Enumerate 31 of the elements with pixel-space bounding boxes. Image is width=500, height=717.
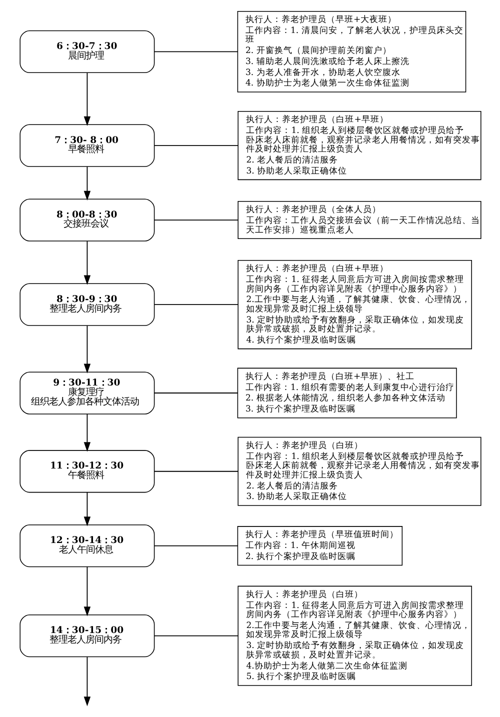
arrow bbox=[83, 325, 90, 374]
node-box: 14：30-15：00 整理老人房间内务 bbox=[19, 614, 154, 658]
arrow bbox=[83, 566, 90, 616]
connector bbox=[153, 51, 238, 52]
node-box: 执行人：养老护理员（全体人员） 工作内容：工作人员交接班会议（前一天工作情况总结、当天工作安排）巡视重点老人 bbox=[237, 201, 481, 240]
connector bbox=[154, 545, 238, 546]
node-box: 执行人：养老护理员（白班+早班）、社工 工作内容：1. 组织有需要的老人到康复中心进行治疗 2. 根据老人体能情况，组织老人参加各种文体活动 3. 执行个案护理及临时医嘱 bbox=[236, 368, 456, 418]
node-box: 执行人：养老护理员（白班+早班） 工作内容：1. 征得老人同意后方可进入房间按需求整理房间内务（工作内容详见附表《护理中心服务内容》） 2.工作中要与老人沟通，了解其健康、饮食、心理情况，如发现异常及时汇报上级领导 3. 定时协助或给予有效翻身，采取正确体位，如发现皮肤异常或破损，及时处置并记录。 4. 执行个案护理及临时医嘱 bbox=[237, 260, 472, 350]
arrow bbox=[83, 72, 90, 126]
node-box: 6：30-7：30 晨间护理 bbox=[19, 30, 154, 74]
node-box: 执行人：养老护理员（早班值班时间） 工作内容：1. 午休期间巡视 2. 执行个案护理及临时医嘱 bbox=[236, 526, 402, 566]
node-box: 执行人：养老护理员（白班+早班） 工作内容：1. 组织老人到楼层餐饮区就餐或护理员给予卧床老人床前就餐，观察并记录老人用餐情况，如有突发事件及时处理并汇报上级负责人 2. 老人餐后的清洁服务 3. 协助老人采取正确体位 bbox=[237, 111, 481, 180]
node-box: 11：30-12：30 午餐照料 bbox=[19, 450, 154, 493]
connector bbox=[153, 304, 238, 306]
node-box: 执行人：养老护理员（早班+大夜班） 工作内容：1. 清晨问安，了解老人状况，护理员床头交班 2. 开窗换气（晨间护理前关闭窗户） 3. 辅助老人晨间洗漱或给予老人床上擦洗 3. 为老人准备开水，协助老人饮空腹水 4. 协助护士为老人做第一次生命体征监测 bbox=[236, 10, 466, 92]
node-box: 8：30-9：30 整理老人房间内务 bbox=[19, 283, 154, 326]
connector bbox=[153, 635, 238, 636]
arrow bbox=[83, 656, 90, 706]
node-box: 执行人：养老护理员（白班） 工作内容：1. 征得老人同意后方可进入房间按需求整理房间内务（工作内容详见附表《护理中心服务内容》） 2.工作中要与老人沟通，了解其健康、饮食、心理情况，如发现异常及时汇报上级领导 3. 定时协助或给予有效翻身，采取正确体位，如发现皮肤异常或破损，及时处置并记录。 4.协助护士为老人做第二次生命体征监测 5. 执行个案护理及临时医嘱 bbox=[237, 586, 472, 686]
arrow bbox=[83, 414, 90, 452]
connector bbox=[154, 470, 238, 472]
node-box: 7：30- 8：00 早餐照料 bbox=[19, 124, 154, 167]
connector bbox=[154, 145, 238, 146]
arrow bbox=[83, 492, 90, 526]
node-box: 执行人：养老护理员（白班） 工作内容：1. 组织老人到楼层餐饮区就餐或护理员给予卧床老人床前就餐，观察并记录老人用餐情况，如有突发事件及时处理并汇报上级负责人 2. 老人餐后的清洁服务 3. 协助老人采取正确体位 bbox=[237, 436, 481, 506]
connector bbox=[154, 392, 238, 394]
node-box: 12：30-14：30 老人午间休息 bbox=[19, 524, 154, 568]
arrow bbox=[83, 166, 90, 200]
node-box: 9：30-11：30 康复理疗 组织老人参加各种文体活动 bbox=[19, 372, 154, 414]
node-box: 8：00-8：30 交接班会议 bbox=[19, 198, 154, 242]
arrow bbox=[83, 240, 90, 285]
